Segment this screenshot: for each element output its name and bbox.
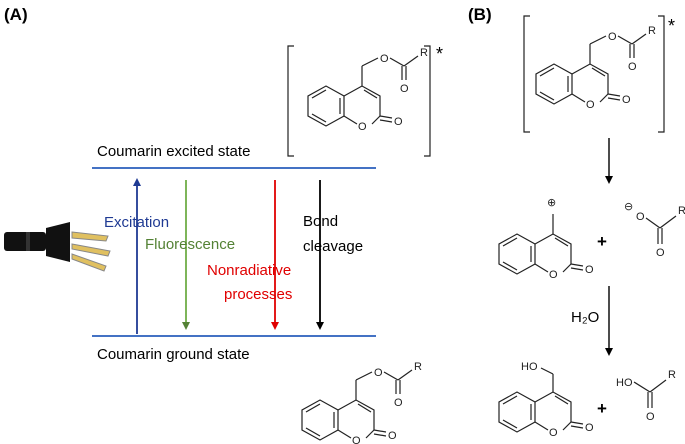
- excited-asterisk: *: [436, 44, 443, 64]
- panel-a-label: (A): [4, 5, 28, 24]
- svg-text:O: O: [646, 411, 655, 423]
- anion-charge: ⊖: [624, 201, 633, 213]
- excited-coumarin-molecule: [307, 46, 429, 134]
- excited-state-label: Coumarin excited state: [97, 143, 250, 160]
- nonradiative-label-line1: Nonradiative: [207, 262, 291, 279]
- b-right-bracket: [658, 15, 665, 133]
- fluorescence-label: Fluorescence: [145, 236, 235, 253]
- carboxylic-acid: HO R O: [616, 369, 676, 423]
- carboxylate-anion: ⊖ O R O: [624, 201, 685, 259]
- hydroxymethyl-coumarin: HO: [498, 361, 595, 440]
- plus-sign-1: +: [597, 232, 607, 251]
- acid-hydroxyl-label: HO: [616, 377, 633, 389]
- svg-text:O: O: [656, 247, 665, 259]
- b-left-bracket: [523, 15, 530, 133]
- excited-ester-molecule: [535, 24, 657, 112]
- panel-b-label: (B): [468, 5, 492, 24]
- nonradiative-label-line2: processes: [224, 286, 292, 303]
- coumarinyl-cation: ⊕: [498, 197, 595, 282]
- left-bracket: [287, 45, 294, 157]
- plus-sign-2: +: [597, 399, 607, 418]
- bond-cleavage-label-line1: Bond: [303, 213, 338, 230]
- water-reagent-label: H₂O: [571, 309, 599, 326]
- excitation-label: Excitation: [104, 214, 169, 231]
- svg-text:R: R: [668, 369, 676, 381]
- cation-charge: ⊕: [547, 197, 556, 209]
- svg-text:R: R: [678, 205, 685, 217]
- hydroxyl-label: HO: [521, 361, 538, 373]
- bond-cleavage-label-line2: cleavage: [303, 238, 363, 255]
- ground-coumarin-molecule: [301, 360, 423, 444]
- svg-text:O: O: [636, 211, 645, 223]
- right-bracket: [424, 45, 431, 157]
- ground-state-label: Coumarin ground state: [97, 346, 250, 363]
- b-excited-asterisk: *: [668, 16, 675, 36]
- flashlight-icon: [4, 222, 111, 272]
